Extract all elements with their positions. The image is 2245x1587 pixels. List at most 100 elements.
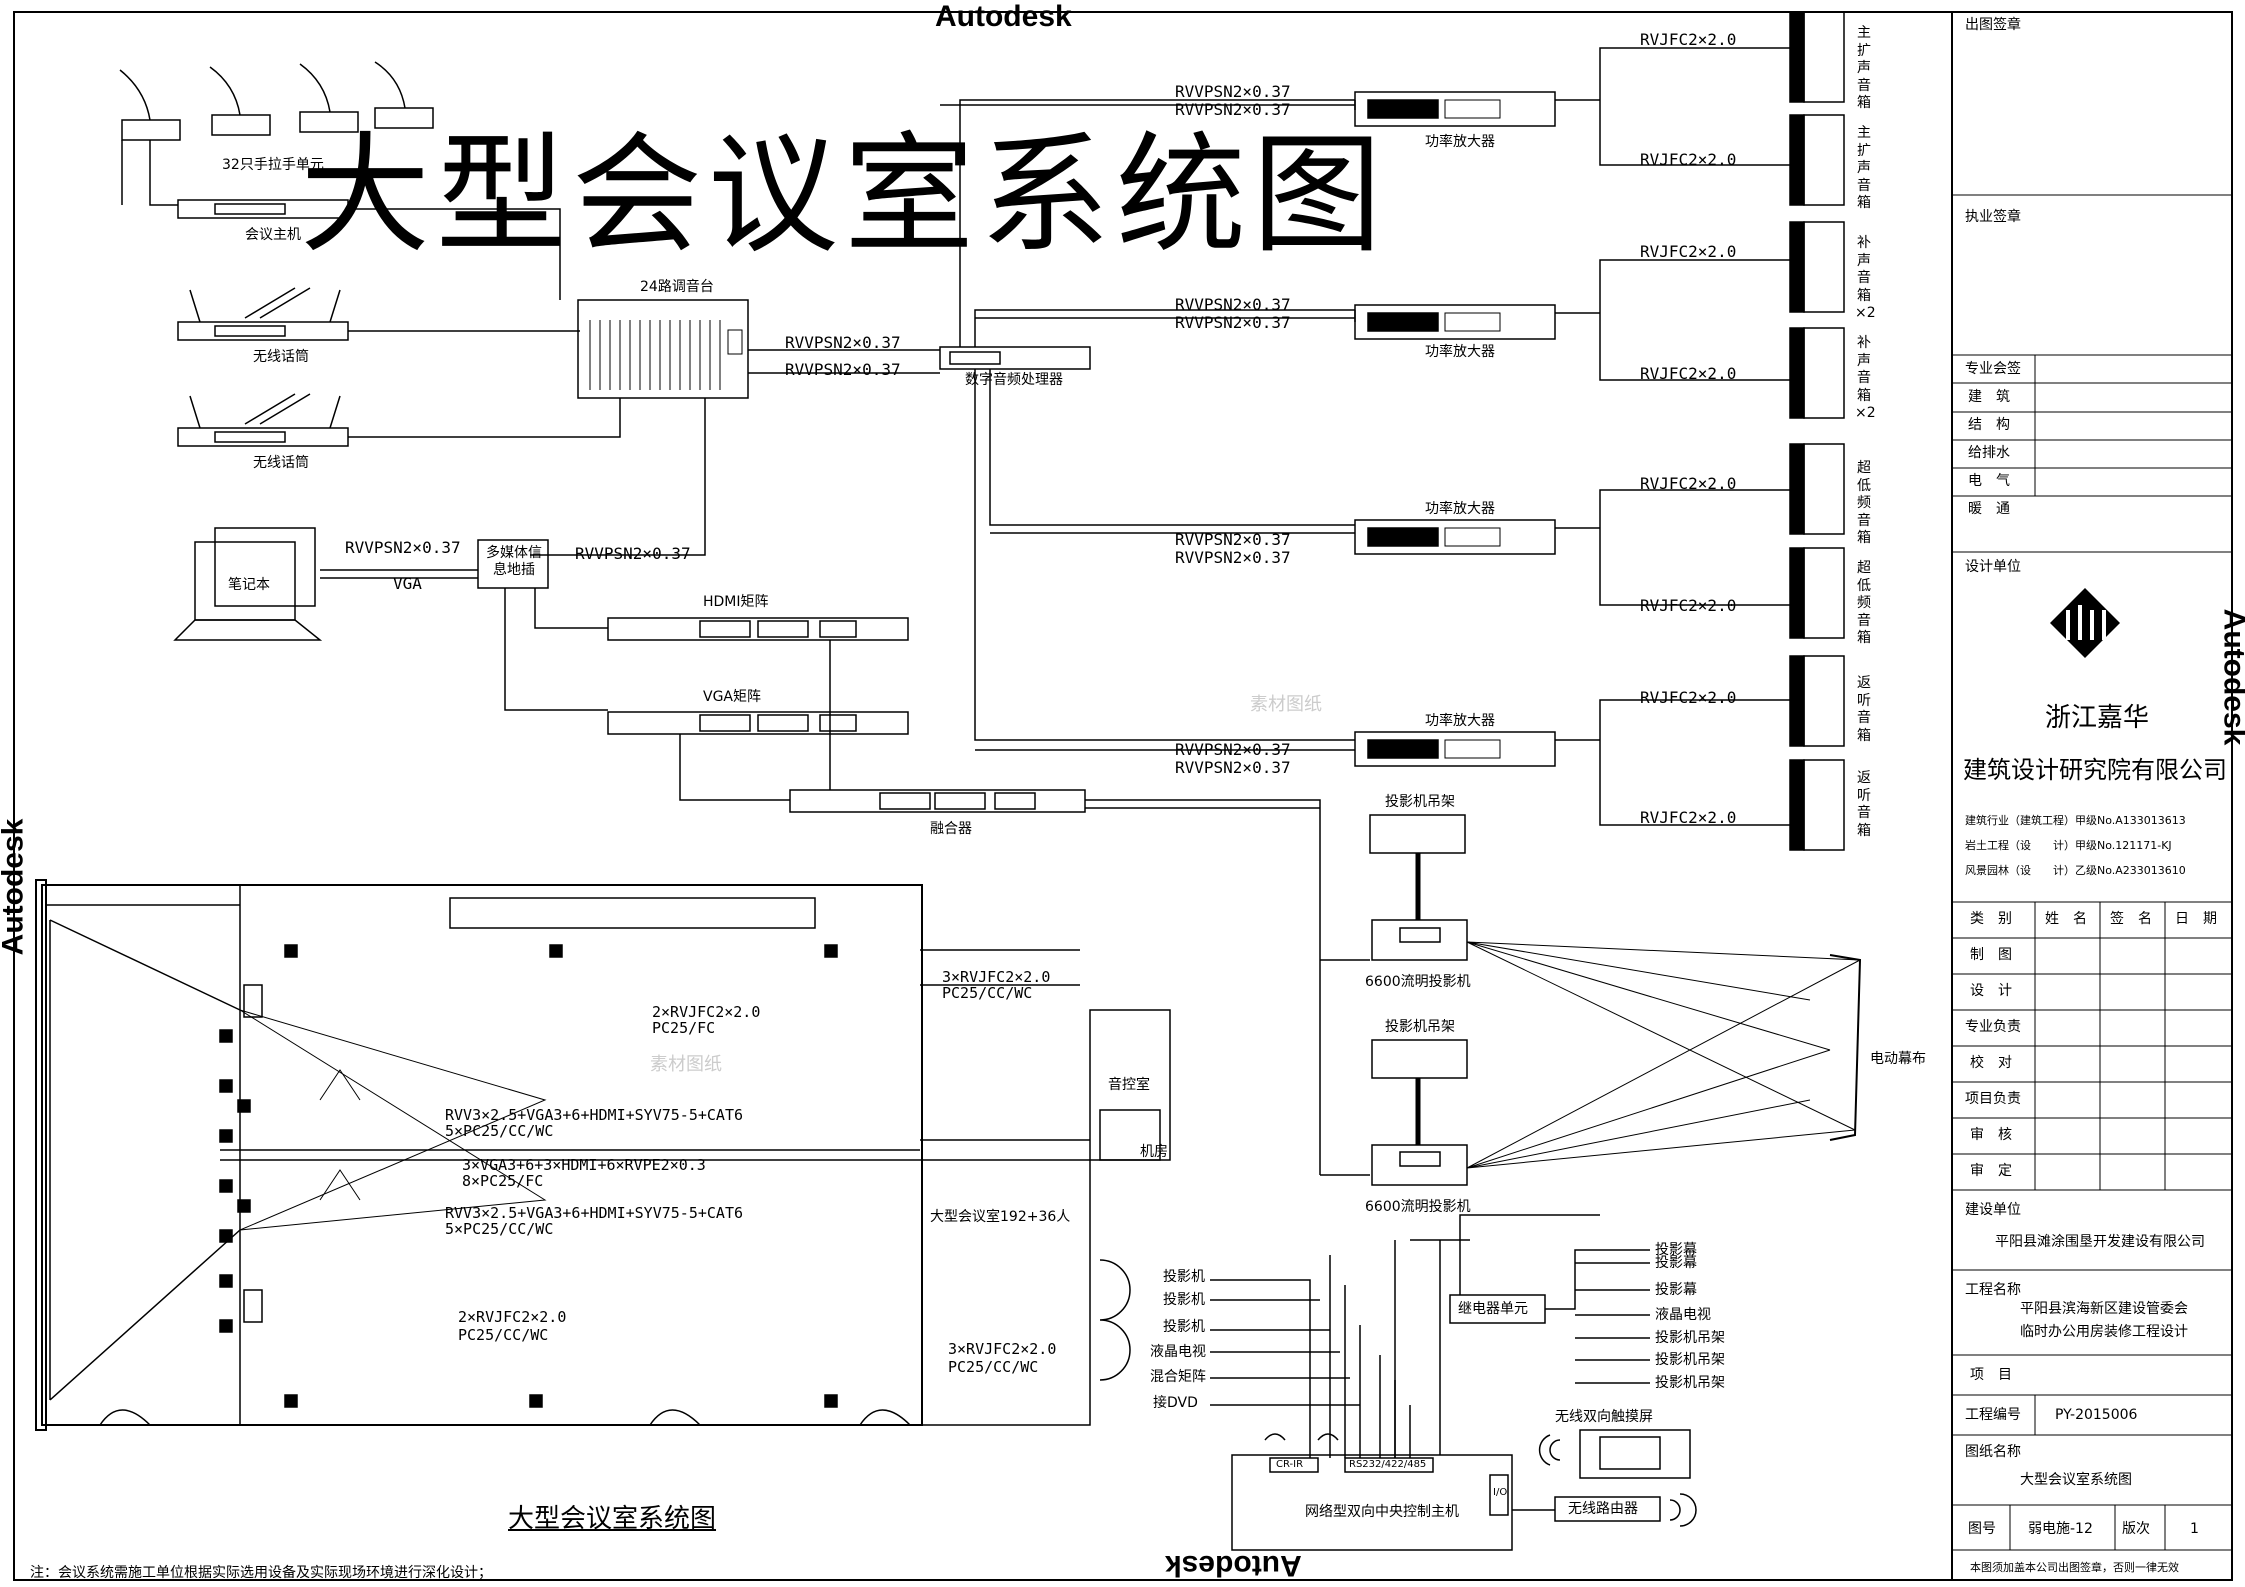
tb-num: 弱电施-12 <box>2028 1521 2093 1537</box>
wireless-mic-label-1: 无线话筒 <box>253 349 309 365</box>
relay-label: 继电器单元 <box>1458 1301 1528 1317</box>
control-output: 投影幕 <box>1655 1242 1697 1258</box>
host-label: 会议主机 <box>245 227 301 243</box>
tb-project-1: 平阳县滨海新区建设管委会 <box>2020 1301 2188 1317</box>
projector-label-2: 6600流明投影机 <box>1365 1199 1471 1215</box>
cable-label: RVJFC2×2.0 <box>1640 30 1737 49</box>
amp-label-4: 功率放大器 <box>1425 713 1495 729</box>
io-port-label: I/O <box>1493 1487 1508 1498</box>
cable-label: RVJFC2×2.0 <box>1640 150 1737 169</box>
wireless-router <box>1554 1496 1661 1522</box>
laptop-label: 笔记本 <box>228 577 270 593</box>
amplifier-4 <box>1354 731 1556 767</box>
tb-client-label: 建设单位 <box>1965 1202 2021 1218</box>
tb-drawing-label: 图纸名称 <box>1965 1444 2021 1460</box>
control-input: 投影机 <box>1163 1269 1205 1285</box>
cable-label: 3×VGA3+6+3×HDMI+6×RVPE2×0.3 <box>462 1156 706 1174</box>
media-box-label: 多媒体信息地插 <box>486 545 542 578</box>
tb-discipline: 给排水 <box>1968 445 2010 461</box>
cable-label: RVVPSN2×0.37 <box>575 544 691 563</box>
speaker-label: 返听音箱 <box>1857 770 1871 839</box>
vga-matrix-label: VGA矩阵 <box>703 689 762 705</box>
cable-label: RVVPSN2×0.37 <box>1175 740 1291 759</box>
control-output: 液晶电视 <box>1655 1307 1711 1323</box>
tb-footer: 本图须加盖本公司出图签章，否则一律无效 <box>1970 1561 2179 1574</box>
room-name-label: 大型会议室192+36人 <box>930 1209 1071 1225</box>
screen-label: 电动幕布 <box>1870 1051 1926 1067</box>
dsp <box>939 346 1091 370</box>
cable-label: RVVPSN2×0.37 <box>1175 313 1291 332</box>
tb-company-2: 建筑设计研究院有限公司 <box>1963 756 2227 784</box>
amp-label-3: 功率放大器 <box>1425 501 1495 517</box>
wireless-mic-2 <box>177 427 349 447</box>
cable-label: 5×PC25/CC/WC <box>445 1220 554 1238</box>
projector-2 <box>1371 1144 1468 1186</box>
tb-qual: 建筑行业（建筑工程）甲级No.A133013613 <box>1965 814 2186 827</box>
speaker-label: 超低频音箱 <box>1857 560 1871 646</box>
central-host-label: 网络型双向中央控制主机 <box>1305 1504 1459 1520</box>
tb-drawing: 大型会议室系统图 <box>2020 1472 2132 1488</box>
tb-discipline: 结 构 <box>1968 417 2010 433</box>
cable-label: RVVPSN2×0.37 <box>1175 548 1291 567</box>
jifang-label: 机房 <box>1140 1144 1168 1160</box>
router-label: 无线路由器 <box>1568 1501 1638 1517</box>
tb-code-label: 工程编号 <box>1965 1407 2021 1423</box>
tb-code: PY-2015006 <box>2055 1407 2138 1423</box>
amplifier-2 <box>1354 304 1556 340</box>
tb-qual: 岩土工程（设 计）甲级No.121171-KJ <box>1965 839 2172 852</box>
company-logo <box>2050 588 2120 658</box>
control-output: 投影机吊架 <box>1655 1330 1725 1346</box>
cable-label: RVVPSN2×0.37 <box>785 333 901 352</box>
control-input: 投影机 <box>1163 1292 1205 1308</box>
cable-label: RVVPSN2×0.37 <box>345 538 461 557</box>
cable-label: 5×PC25/CC/WC <box>445 1122 554 1140</box>
control-input: 接DVD <box>1153 1395 1198 1411</box>
speaker-label: 返听音箱 <box>1857 675 1871 744</box>
cable-label: RVVPSN2×0.37 <box>1175 100 1291 119</box>
tb-discipline: 建 筑 <box>1968 389 2010 405</box>
tb-header: 类 别 <box>1970 911 2012 927</box>
tb-role: 校 对 <box>1970 1055 2012 1071</box>
amp-label-1: 功率放大器 <box>1425 134 1495 150</box>
tb-zhiye: 执业签章 <box>1965 209 2021 225</box>
speaker-label: 主扩声音箱 <box>1857 125 1871 211</box>
projector-rack-label-2: 投影机吊架 <box>1385 1019 1455 1035</box>
hand-units <box>119 61 434 141</box>
rs-port-label: RS232/422/485 <box>1349 1459 1427 1470</box>
wireless-touch-label: 无线双向触摸屏 <box>1555 1409 1653 1425</box>
cable-label: RVJFC2×2.0 <box>1640 242 1737 261</box>
watermark: 素材图纸 <box>1250 694 1322 715</box>
control-output: 投影幕 <box>1655 1255 1697 1271</box>
cable-label: PC25/FC <box>652 1019 716 1037</box>
tb-role: 审 核 <box>1970 1127 2012 1143</box>
amplifier-3 <box>1354 519 1556 555</box>
hand-units-label: 32只手拉手单元 <box>222 157 324 173</box>
autodesk-bottom: Autodesk <box>1165 1549 1302 1582</box>
cable-label: RVVPSN2×0.37 <box>1175 758 1291 777</box>
floor-plan <box>35 879 1171 1431</box>
control-input: 液晶电视 <box>1150 1344 1206 1360</box>
dsp-label: 数字音频处理器 <box>965 372 1063 388</box>
cable-label: RVJFC2×2.0 <box>1640 808 1737 827</box>
hdmi-matrix-label: HDMI矩阵 <box>703 594 769 610</box>
projector-1 <box>1371 919 1468 961</box>
cable-label: RVJFC2×2.0 <box>1640 688 1737 707</box>
wireless-mic-1 <box>177 321 349 341</box>
fusion-label: 融合器 <box>930 821 972 837</box>
wireless-touch-screen <box>1579 1429 1691 1479</box>
control-input: 混合矩阵 <box>1150 1369 1206 1385</box>
cable-label: PC25/CC/WC <box>948 1358 1039 1376</box>
diagram-title: 大型会议室系统图 <box>300 119 1389 271</box>
tb-design-unit: 设计单位 <box>1965 559 2021 575</box>
tb-header: 签 名 <box>2110 911 2152 927</box>
projector-label-1: 6600流明投影机 <box>1365 974 1471 990</box>
cable-label: RVJFC2×2.0 <box>1640 364 1737 383</box>
control-output: 投影机吊架 <box>1655 1375 1725 1391</box>
control-output: 投影机吊架 <box>1655 1352 1725 1368</box>
tb-ver-label: 版次 <box>2122 1521 2150 1537</box>
tb-discipline: 电 气 <box>1968 473 2010 489</box>
tb-zhuanye: 专业会签 <box>1965 361 2021 377</box>
cable-label: RVVPSN2×0.37 <box>1175 295 1291 314</box>
cable-label: 8×PC25/FC <box>462 1172 544 1190</box>
cable-label: 3×RVJFC2×2.0 <box>948 1340 1057 1358</box>
